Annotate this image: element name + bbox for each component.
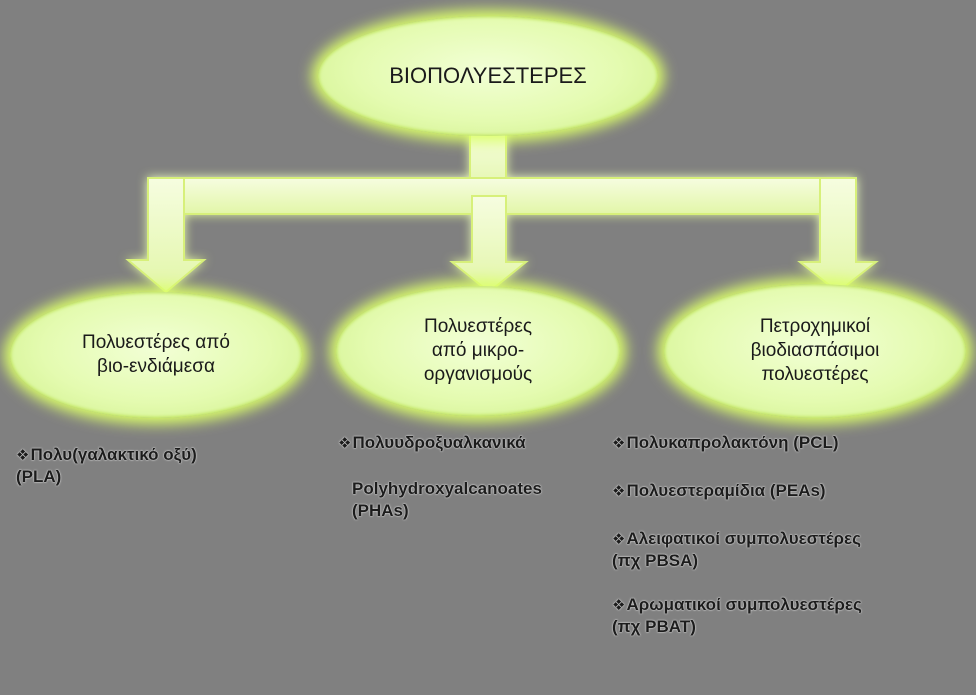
branch-list-2: ❖Πολυυδροξυαλκανικά Polyhydroxyalcanoate… (338, 432, 618, 522)
list-item: ❖Αλειφατικοί συμπολυεστέρες (πχ PBSA) (612, 529, 861, 571)
branch-label: Πετροχημικοί βιοδιασπάσιμοι πολυεστέρες (750, 316, 880, 385)
arrow-right (797, 177, 879, 294)
branch-node-petrochemical: Πετροχημικοί βιοδιασπάσιμοι πολυεστέρες (664, 284, 966, 418)
arrow-left (125, 177, 207, 294)
list-item: ❖Πολυεστεραμίδια (PEAs) (612, 481, 826, 501)
branch-label: Πολυεστέρες από μικρο- οργανισμούς (423, 316, 533, 385)
branch-node-microorganisms: Πολυεστέρες από μικρο- οργανισμούς (336, 286, 620, 416)
diamond-bullet-icon: ❖ (612, 597, 626, 615)
diamond-bullet-icon: ❖ (612, 531, 626, 549)
list-item: ❖Πολυκαπρολακτόνη (PCL) (612, 433, 839, 452)
diamond-bullet-icon: ❖ (612, 483, 626, 501)
list-item: Polyhydroxyalcanoates (PHAs) (352, 479, 542, 521)
root-label: ΒΙΟΠΟΛΥΕΣΤΕΡΕΣ (389, 63, 587, 89)
diamond-bullet-icon: ❖ (16, 447, 30, 464)
list-item: ❖Αρωματικοί συμπολυεστέρες (πχ PBAT) (612, 595, 862, 637)
list-item: ❖Πολυυδροξυαλκανικά (338, 433, 526, 452)
branch-node-bio-intermediates: Πολυεστέρες από βιο-ενδιάμεσα (10, 292, 302, 418)
branch-label: Πολυεστέρες από βιο-ενδιάμεσα (82, 332, 230, 377)
root-node: ΒΙΟΠΟΛΥΕΣΤΕΡΕΣ (318, 16, 658, 136)
arrow-middle (449, 195, 529, 294)
branch-list-3: ❖Πολυκαπρολακτόνη (PCL) ❖Πολυεστεραμίδια… (612, 432, 974, 639)
list-item: ❖Πολυ(γαλακτικό οξύ) (PLA) (16, 445, 197, 487)
branch-list-1: ❖Πολυ(γαλακτικό οξύ) (PLA) (16, 444, 316, 488)
diamond-bullet-icon: ❖ (338, 435, 352, 452)
diamond-bullet-icon: ❖ (612, 435, 626, 452)
